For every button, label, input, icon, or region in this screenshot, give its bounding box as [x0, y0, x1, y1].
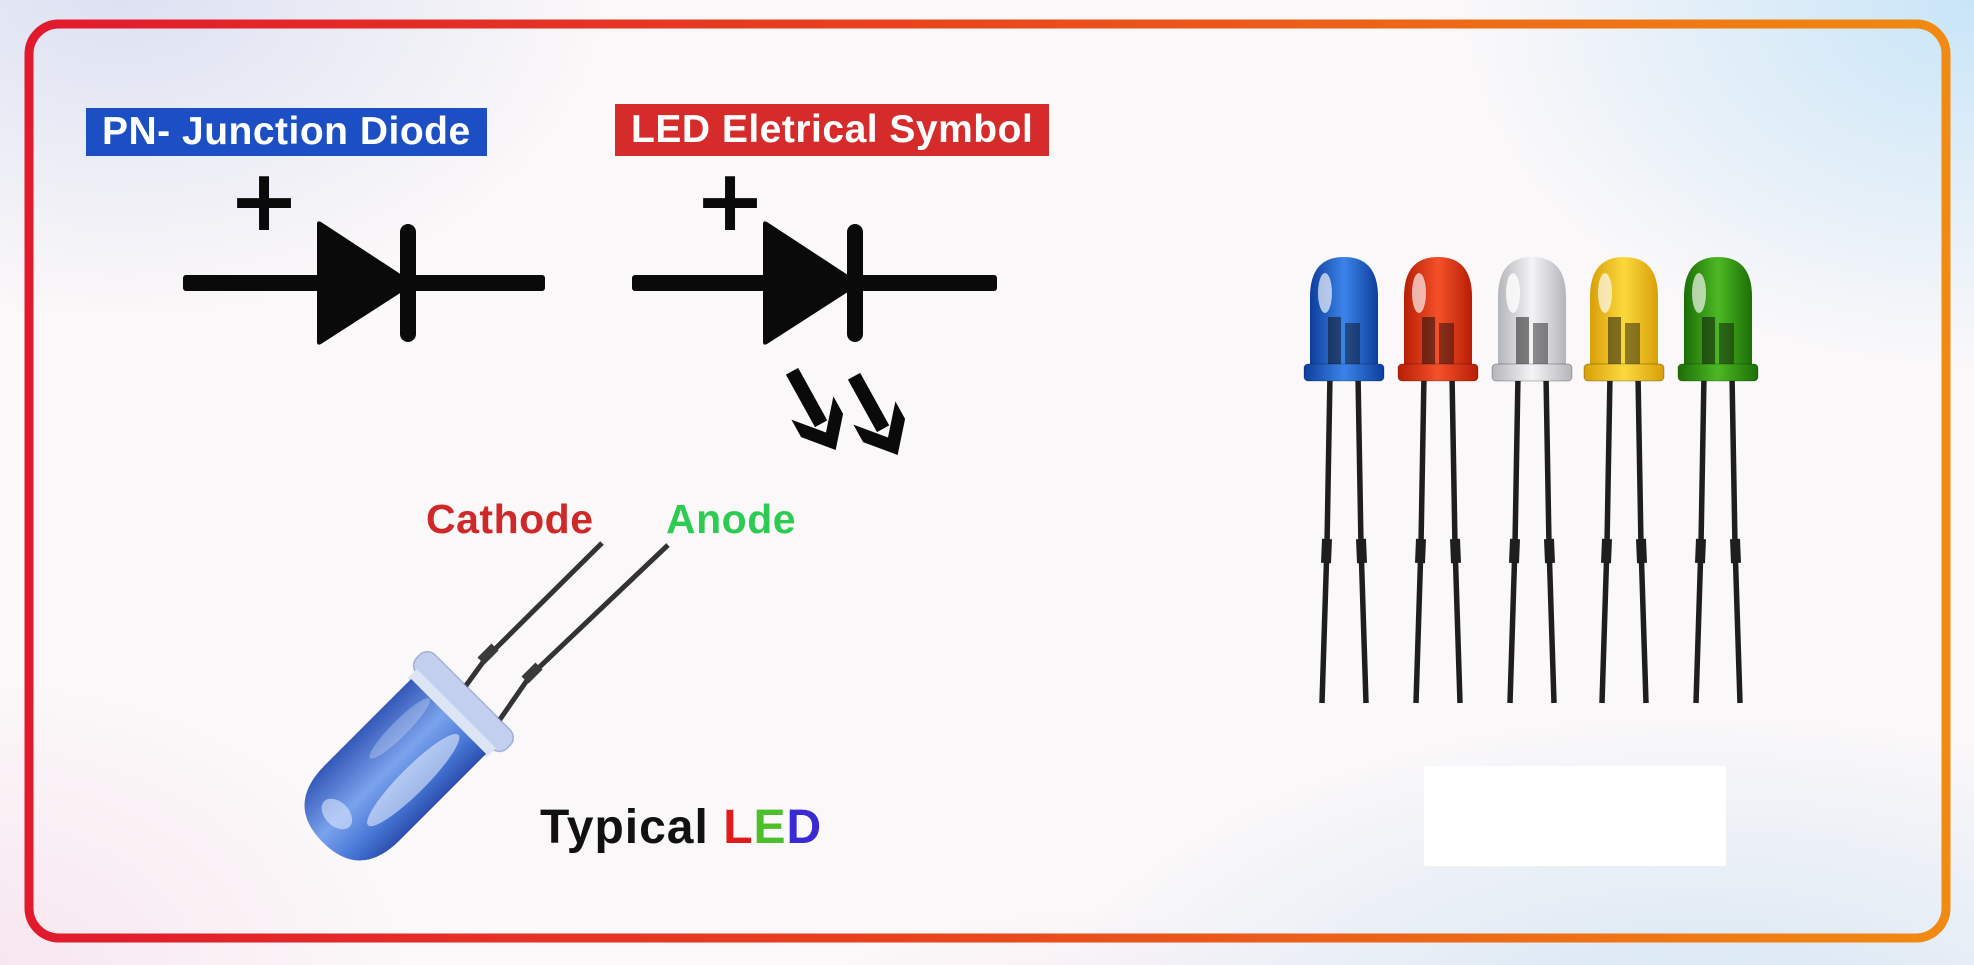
led-flange	[1491, 363, 1573, 382]
led-triangle	[763, 221, 857, 345]
led-photo-item-yellow	[1583, 257, 1665, 704]
leg-crimp	[1695, 538, 1706, 564]
light-arrow-icon	[785, 367, 844, 450]
caption-letter-e: E	[753, 801, 787, 854]
pn-junction-title: PN- Junction Diode	[86, 108, 487, 156]
caption-letter-d: D	[786, 801, 823, 854]
anode-label: Anode	[666, 496, 797, 542]
led-cathode-bar	[847, 224, 863, 342]
leg-crimp	[521, 662, 543, 684]
leg-crimp	[1730, 538, 1741, 564]
diode-symbol	[183, 221, 545, 345]
led-body	[304, 650, 515, 861]
leg-crimp	[1544, 538, 1555, 564]
led-leg	[491, 543, 670, 730]
light-arrow-icon	[847, 372, 906, 455]
led-photo-item-white	[1491, 257, 1573, 704]
led-collar	[407, 669, 496, 758]
led-photo-item-green	[1677, 257, 1759, 704]
leg-crimp	[1601, 538, 1612, 564]
led-dome	[1310, 257, 1378, 381]
leg-crimp	[477, 643, 499, 665]
led-flange	[1397, 363, 1479, 382]
led-dome	[1498, 257, 1566, 381]
led-flange	[1583, 363, 1665, 382]
caption-word: Typical	[540, 801, 709, 854]
leg-crimp	[1509, 538, 1520, 564]
led-photo-item-blue	[1303, 257, 1385, 704]
typical-led-photo	[304, 541, 670, 861]
leg-crimp	[1450, 538, 1461, 564]
frame-border	[24, 19, 1951, 943]
leg-crimp	[1321, 538, 1332, 564]
typical-led-caption: Typical LED	[540, 800, 822, 855]
led-flange	[1303, 363, 1385, 382]
leg-crimp	[1415, 538, 1426, 564]
led-symbol	[632, 221, 997, 455]
led-colors-photo	[1303, 257, 1759, 704]
led-photo-item-red	[1397, 257, 1479, 704]
leg-crimp	[1636, 538, 1647, 564]
cathode-label: Cathode	[426, 496, 594, 542]
led-flange	[1677, 363, 1759, 382]
led-dome	[1684, 257, 1752, 381]
plus-icon: +	[228, 151, 301, 251]
leg-crimp	[1356, 538, 1367, 564]
white-patch	[1424, 766, 1726, 866]
diode-triangle	[317, 221, 411, 345]
diode-cathode-bar	[400, 224, 416, 342]
caption-letter-l: L	[723, 801, 754, 854]
led-dome	[1590, 257, 1658, 381]
plus-icon: +	[694, 151, 767, 251]
led-dome	[1404, 257, 1472, 381]
led-symbol-title: LED Eletrical Symbol	[615, 104, 1050, 156]
